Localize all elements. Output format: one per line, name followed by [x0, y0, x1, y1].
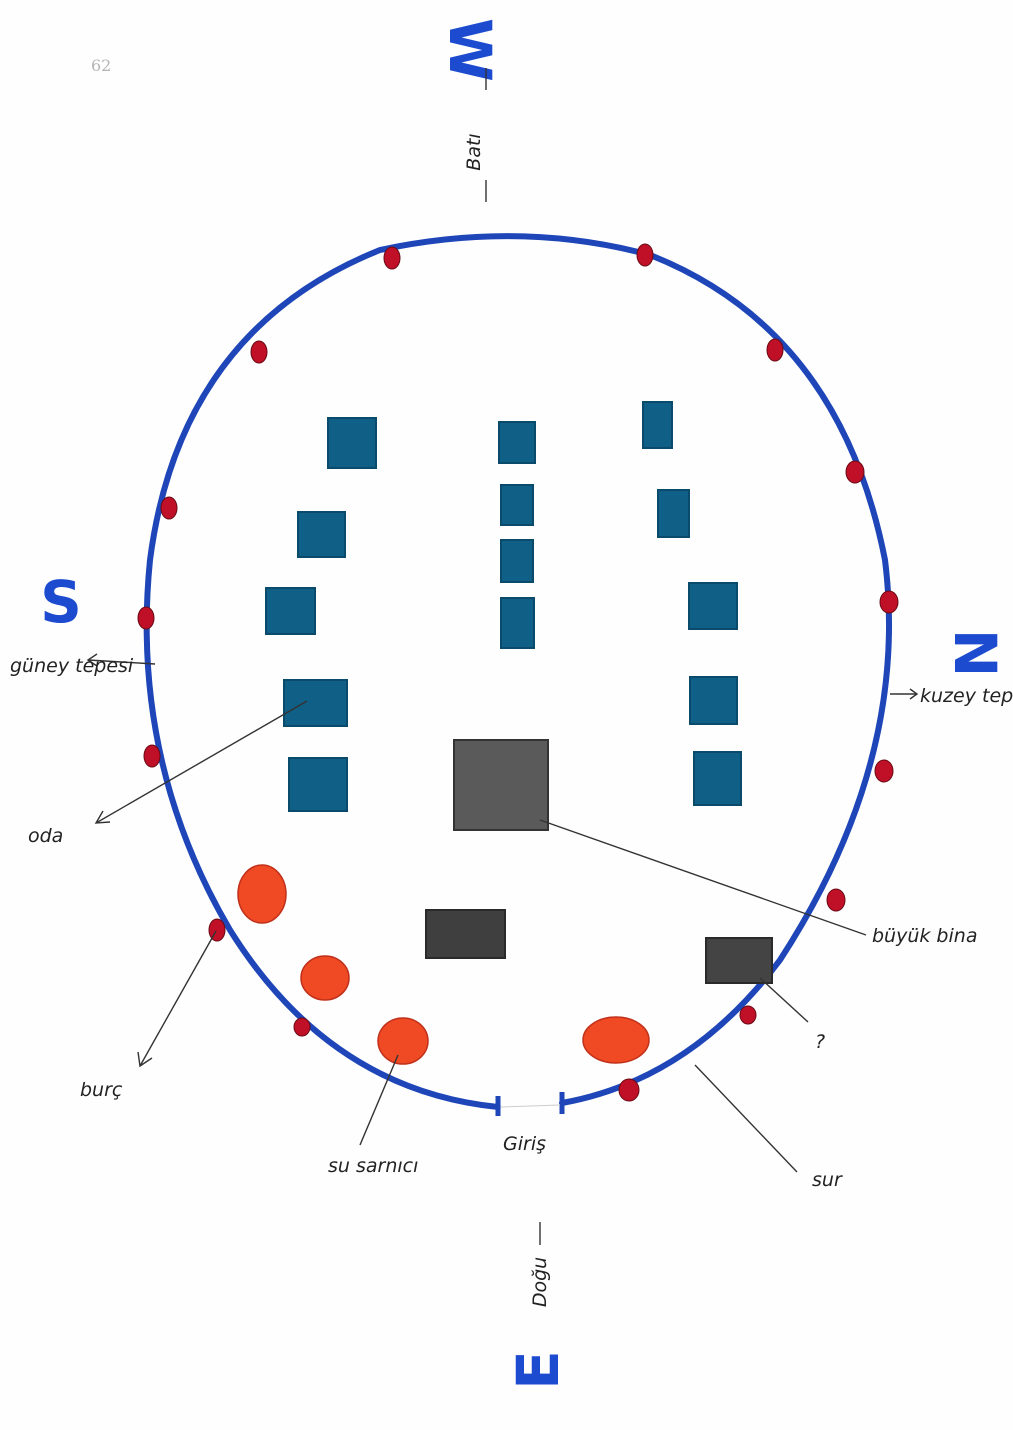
- tower: [636, 243, 654, 267]
- south-label: güney tepesi: [10, 655, 134, 677]
- room-label: oda: [28, 825, 63, 847]
- north-label: kuzey tepesi: [920, 685, 1013, 707]
- tower: [845, 460, 865, 484]
- cistern-label: su sarnıcı: [328, 1155, 418, 1177]
- room-leader-arrowhead: [94, 810, 111, 824]
- unknown-label: ?: [815, 1031, 825, 1053]
- west-label: Batı: [463, 133, 485, 170]
- tower: [160, 496, 178, 520]
- tower: [618, 1078, 640, 1102]
- south-leader-arrowhead: [86, 653, 98, 667]
- room: [657, 489, 690, 538]
- tower: [208, 918, 226, 942]
- room: [689, 676, 738, 725]
- page-number: 62: [91, 56, 112, 75]
- wall-label: sur: [812, 1169, 843, 1191]
- compass-west-letter: W: [436, 18, 504, 82]
- unknown-building: [705, 937, 773, 984]
- south-leader-line: [87, 659, 156, 665]
- cistern: [237, 864, 287, 924]
- tower: [879, 590, 899, 614]
- tower: [874, 759, 894, 783]
- building: [425, 909, 506, 959]
- room: [688, 582, 738, 630]
- tower: [739, 1005, 757, 1025]
- tower-leader-line: [139, 930, 217, 1067]
- tower: [143, 744, 161, 768]
- big-building-leader-line: [539, 819, 867, 936]
- cistern: [377, 1017, 429, 1065]
- tower: [293, 1017, 311, 1037]
- compass-east-letter: E: [504, 1350, 572, 1390]
- unknown-leader-line: [759, 977, 809, 1023]
- room-leader-line: [95, 700, 308, 824]
- big-building-label: büyük bina: [872, 925, 977, 947]
- fortification-wall: [143, 233, 892, 1110]
- tower: [137, 606, 155, 630]
- cistern-leader-line: [359, 1054, 399, 1146]
- entrance-label: Giriş: [503, 1133, 546, 1155]
- entrance-gap: [499, 1104, 561, 1108]
- cisterns: [237, 864, 650, 1065]
- cistern: [582, 1016, 650, 1064]
- room: [500, 597, 535, 649]
- room: [500, 484, 534, 526]
- east-label: Doğu: [529, 1257, 551, 1307]
- tower: [766, 338, 784, 362]
- tower-label: burç: [80, 1079, 123, 1101]
- tower: [250, 340, 268, 364]
- big-building: [453, 739, 549, 831]
- room: [327, 417, 377, 469]
- room: [265, 587, 316, 635]
- room: [498, 421, 536, 464]
- tower: [383, 246, 401, 270]
- tower-leader-arrowhead: [137, 1051, 153, 1068]
- room: [288, 757, 348, 812]
- room: [693, 751, 742, 806]
- compass-south-letter: S: [40, 568, 82, 636]
- room: [500, 539, 534, 583]
- north-leader-arrowhead: [909, 688, 919, 700]
- room: [283, 679, 348, 727]
- rooms: [265, 401, 742, 812]
- cistern: [300, 955, 350, 1001]
- leader-lines: [86, 653, 919, 1173]
- towers: [137, 243, 899, 1102]
- room: [297, 511, 346, 558]
- room: [642, 401, 673, 449]
- tower: [826, 888, 846, 912]
- wall-leader-line: [694, 1064, 798, 1173]
- compass-north-letter: N: [941, 629, 1009, 678]
